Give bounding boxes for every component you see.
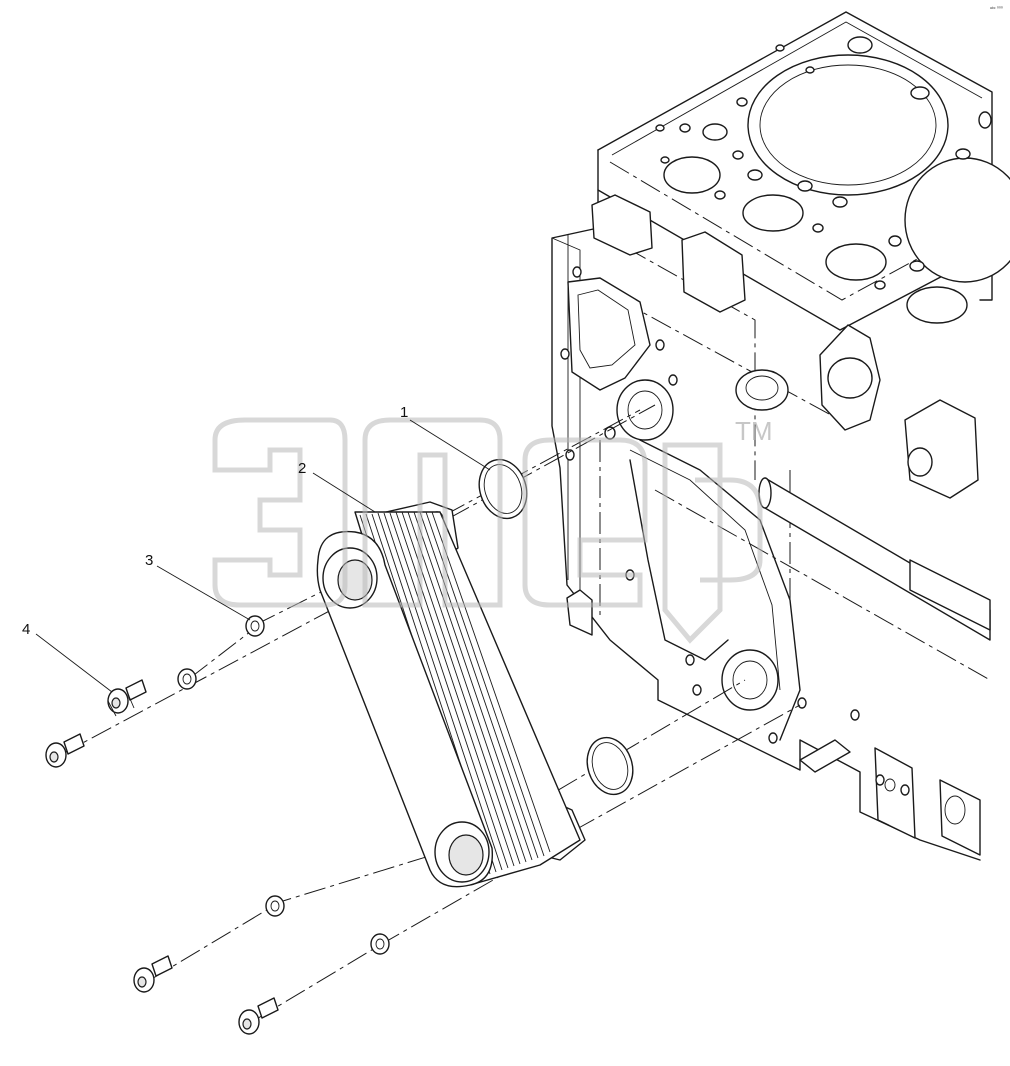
washer-4 [370, 933, 390, 955]
watermark-tm: TM [735, 416, 773, 446]
watermark: TM [212, 416, 773, 644]
callout-2: 2 [298, 460, 376, 513]
callout-4-number: 4 [22, 621, 30, 638]
bolt-4 [238, 997, 279, 1035]
oil-cooler [316, 501, 586, 888]
bolt-3 [133, 955, 173, 993]
bolt-1 [107, 679, 147, 717]
o-ring-upper [478, 458, 528, 520]
callout-3: 3 [145, 552, 251, 621]
corner-code: ᵃᵇᶜ ⁰⁰⁰ [990, 6, 1003, 12]
callout-1: 1 [400, 404, 491, 471]
o-ring-lower [586, 736, 634, 796]
washer-3 [265, 895, 285, 917]
bolt-2 [45, 733, 85, 768]
callout-4: 4 [22, 621, 113, 693]
bolts [45, 679, 279, 1035]
engine-block [551, 11, 1010, 861]
washer-2 [177, 668, 197, 690]
washer-1 [245, 615, 265, 637]
washers [177, 615, 390, 955]
callouts: 1 2 3 4 [22, 404, 491, 693]
callout-2-number: 2 [298, 460, 306, 477]
callout-1-number: 1 [400, 404, 408, 421]
callout-3-number: 3 [145, 552, 153, 569]
